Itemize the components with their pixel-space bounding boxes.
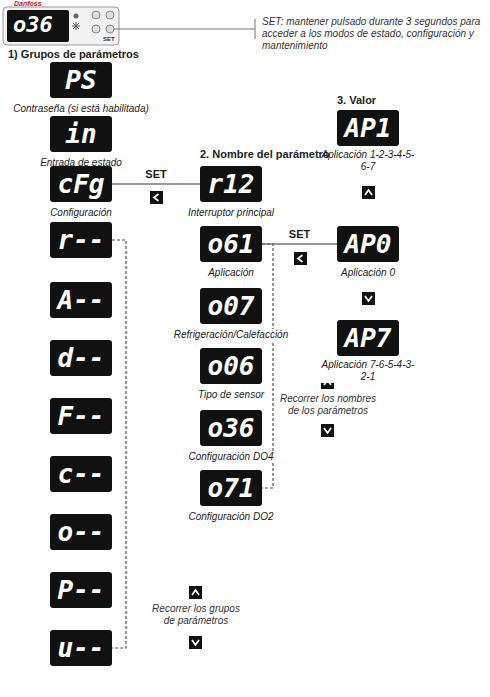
display-readout: o06 (200, 348, 262, 384)
menu-node: PS Contraseña (si está habilitada) (0, 62, 166, 116)
status-icon (74, 14, 79, 19)
navigation-note: Recorrer los nombres de los parámetros (276, 393, 380, 417)
menu-node: o71Configuración DO2 (151, 470, 311, 524)
parameter-caption: Aplicación 7-6-5-4-3-2-1 (318, 359, 418, 383)
display-readout: o36 (13, 11, 53, 39)
display-readout: PS (50, 62, 112, 98)
display-readout: AP1 (337, 110, 399, 146)
parameter-caption: Aplicación 1-2-3-4-5-6-7 (318, 149, 418, 173)
display-readout: F-- (50, 398, 112, 434)
edge-label: SET (287, 228, 312, 241)
menu-node: c-- (36, 456, 126, 492)
back-button-icon (294, 252, 307, 265)
display-readout: c-- (50, 456, 112, 492)
display-readout: r12 (200, 166, 262, 202)
menu-node: AP0Aplicación 0 (318, 226, 418, 280)
display-readout: in (50, 116, 112, 152)
menu-node: r-- (36, 222, 126, 258)
power-button (92, 25, 100, 33)
button-label: SET (103, 36, 115, 43)
menu-node: F-- (36, 398, 126, 434)
navigation-note: Recorrer los grupos de parámetros (146, 603, 246, 627)
display-readout: AP0 (337, 226, 399, 262)
down-button (106, 11, 114, 19)
display-readout: o07 (200, 288, 262, 324)
parameter-caption: Tipo de sensor (196, 389, 266, 401)
set-connector (112, 183, 200, 184)
up-button-icon (362, 186, 375, 199)
menu-node: inEntrada de estado (0, 116, 166, 170)
snowflake-icon (72, 22, 80, 30)
back-button-icon (150, 191, 163, 204)
parameter-caption: Aplicación 0 (339, 267, 397, 279)
display-readout: AP7 (337, 320, 399, 356)
parameter-caption: Aplicación (206, 267, 256, 279)
down-button-icon (362, 292, 375, 305)
section-heading: 2. Nombre del parámetro (200, 148, 330, 161)
controller-unit (3, 7, 119, 45)
parameter-caption: Configuración DO2 (186, 511, 275, 523)
menu-node: o36Configuración DO4 (151, 410, 311, 464)
leader-line (114, 19, 255, 39)
section-heading: 1) Grupos de parámetros (8, 48, 139, 61)
menu-node: A-- (36, 282, 126, 318)
menu-node: d-- (36, 340, 126, 376)
display-readout: o71 (200, 470, 262, 506)
display-readout: o36 (200, 410, 262, 446)
brand-logo: Danfoss (14, 0, 42, 8)
up-button (92, 11, 100, 19)
set-button (106, 25, 114, 33)
menu-node: o07Refrigeración/Calefacción (151, 288, 311, 342)
display-readout: o-- (50, 514, 112, 550)
menu-node: P-- (36, 572, 126, 608)
display-readout: r-- (50, 222, 112, 258)
display-readout: cFg (50, 166, 112, 202)
note-text: SET: mantener pulsado durante 3 segundos… (262, 16, 484, 52)
controller-bezel (3, 7, 119, 45)
menu-node: o-- (36, 514, 126, 550)
menu-node: r12Interruptor principal (151, 166, 311, 220)
parameter-caption: Interruptor principal (186, 207, 276, 219)
menu-node: AP1Aplicación 1-2-3-4-5-6-7 (318, 110, 418, 174)
parameter-caption: Configuración (48, 207, 114, 219)
display-readout: d-- (50, 340, 112, 376)
up-button-icon (189, 586, 202, 599)
controller-display (7, 10, 69, 42)
edge-label: SET (143, 168, 168, 181)
menu-node: cFgConfiguración (0, 166, 166, 220)
parameter-caption: Configuración DO4 (186, 451, 275, 463)
menu-node: AP7Aplicación 7-6-5-4-3-2-1 (318, 320, 418, 384)
dashed-bracket (112, 240, 126, 648)
down-button-icon (321, 424, 334, 437)
display-readout: u-- (50, 630, 112, 666)
display-readout: P-- (50, 572, 112, 608)
section-heading: 3. Valor (337, 94, 376, 107)
display-readout: o61 (200, 226, 262, 262)
parameter-caption: Contraseña (si está habilitada) (11, 103, 151, 115)
parameter-caption: Refrigeración/Calefacción (172, 329, 291, 341)
display-readout: A-- (50, 282, 112, 318)
down-button-icon (189, 636, 202, 649)
menu-node: u-- (36, 630, 126, 666)
